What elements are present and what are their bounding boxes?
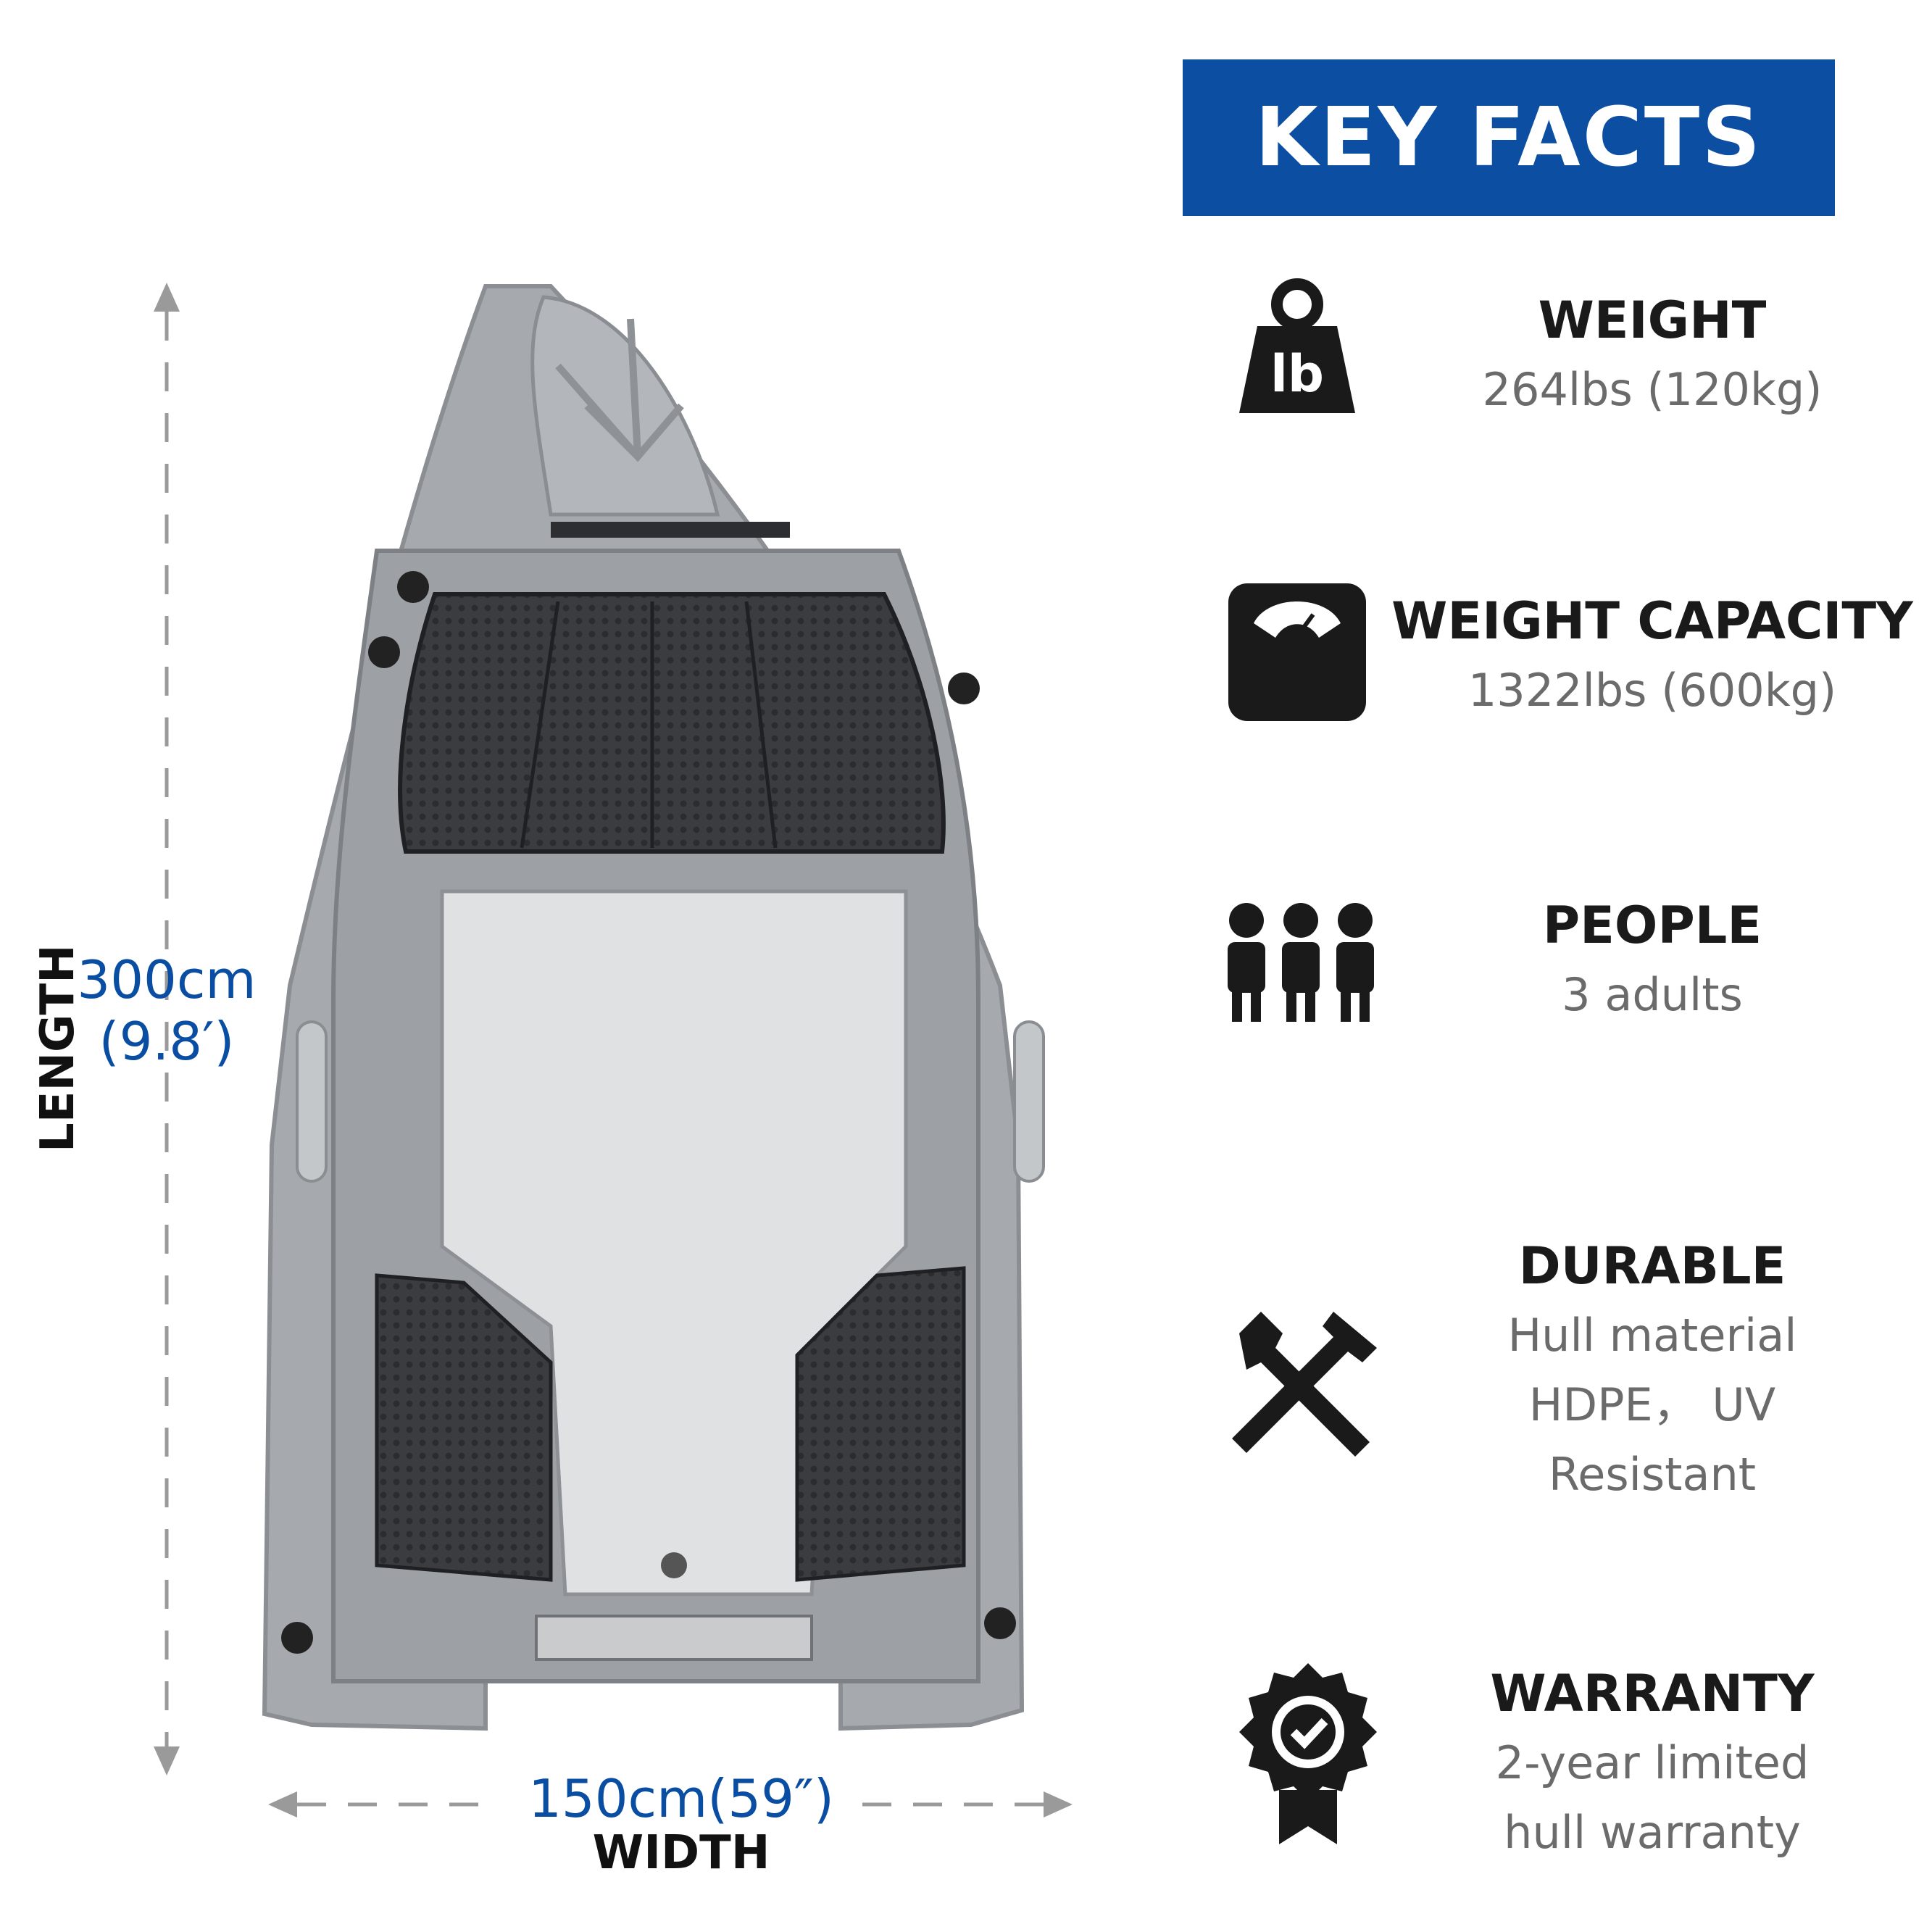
length-imperial-value: (9.8′) [99,1011,235,1072]
fact-value: 1322lbs (600kg) [1467,663,1837,717]
width-dimension-arrow [268,1791,1073,1818]
fact-value-line-2: HDPE， UV [1528,1378,1776,1431]
boat-top-view-image [262,284,1045,1731]
key-facts-title: KEY FACTS [1255,91,1762,185]
deck-floor [440,889,908,1596]
fact-weight: WEIGHT 264lbs (120kg) [1370,286,1932,425]
front-seat-mat [398,592,946,854]
svg-text:lb: lb [1270,344,1324,404]
fact-title: WEIGHT CAPACITY [1391,591,1913,651]
fact-value: 264lbs (120kg) [1482,362,1823,416]
fact-title: WARRANTY [1490,1664,1815,1723]
key-facts-banner: KEY FACTS [1183,59,1835,216]
width-label: WIDTH [592,1826,770,1880]
fact-weight-capacity: WEIGHT CAPACITY 1322lbs (600kg) [1370,587,1932,725]
weight-lb-icon: lb [1239,278,1355,413]
fact-value-line-1: Hull material [1507,1308,1797,1362]
fact-people: PEOPLE 3 adults [1370,891,1932,1030]
fact-value-line-3: Resistant [1548,1447,1757,1501]
length-label: LENGTH [31,944,85,1152]
tools-icon [1232,1312,1377,1457]
people-icon [1228,903,1374,1022]
fact-value: 3 adults [1562,967,1743,1021]
length-dimension-arrow [154,283,180,1775]
length-metric-value: 300cm [77,949,257,1010]
fact-title: DURABLE [1518,1236,1786,1296]
transom-plate [535,1615,813,1661]
width-metric-value: 150cm(59″) [528,1768,834,1829]
fact-title: PEOPLE [1542,896,1762,955]
fact-value-line-2: hull warranty [1504,1805,1801,1859]
warranty-badge-icon [1239,1663,1377,1844]
right-seat-mat [795,1266,966,1582]
fact-warranty: WARRANTY 2-year limited hull warranty [1370,1660,1932,1868]
fact-title: WEIGHT [1538,291,1767,350]
bow-hatch [530,295,720,517]
fact-value-line-1: 2-year limited [1495,1736,1810,1789]
left-seat-mat [375,1273,553,1582]
fact-durable: DURABLE Hull material HDPE， UV Resistant [1370,1232,1932,1510]
scale-icon [1228,583,1366,721]
